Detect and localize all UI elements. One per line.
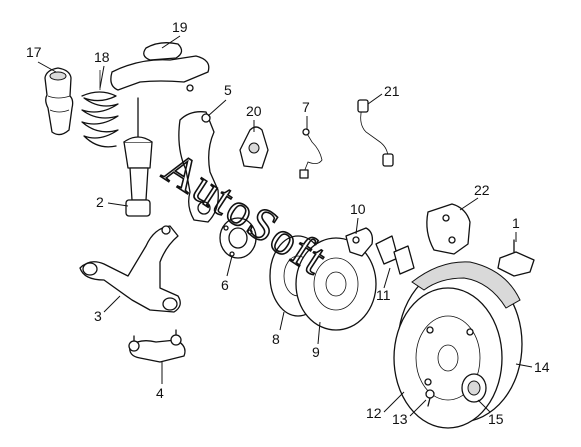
- part-17-bump-stop[interactable]: [44, 67, 74, 136]
- part-20-bracket[interactable]: [239, 126, 269, 169]
- callout-21: 21: [384, 83, 400, 99]
- leader-12: [383, 391, 405, 413]
- callout-15: 15: [488, 411, 504, 427]
- leader-13: [409, 399, 427, 417]
- part-12-wheel-face[interactable]: [393, 287, 503, 429]
- callout-19: 19: [172, 19, 188, 35]
- part-2-strut[interactable]: [123, 97, 153, 217]
- leader-18: [99, 65, 105, 89]
- callout-18: 18: [94, 49, 110, 65]
- part-5-knuckle[interactable]: [178, 111, 219, 223]
- callout-14: 14: [534, 359, 550, 375]
- leader-14: [515, 363, 533, 368]
- part-6-hub[interactable]: [219, 217, 257, 259]
- part-3-lower-arm[interactable]: [79, 225, 181, 313]
- leader-11: [383, 267, 391, 289]
- callout-8: 8: [272, 331, 280, 347]
- part-11-brake-pads[interactable]: [375, 235, 415, 275]
- callout-11: 11: [376, 287, 391, 303]
- leader-19: [161, 35, 181, 49]
- part-1-sensor[interactable]: [497, 239, 535, 277]
- callout-2: 2: [96, 194, 104, 210]
- callout-10: 10: [350, 201, 366, 217]
- callout-12: 12: [366, 405, 382, 421]
- leader-22: [459, 197, 479, 211]
- leader-8: [279, 311, 285, 331]
- leader-21: [367, 93, 383, 105]
- part-4-bracket[interactable]: [128, 329, 186, 363]
- leader-5: [207, 99, 227, 117]
- leader-9: [317, 321, 321, 345]
- callout-1: 1: [512, 215, 520, 231]
- part-9-brake-disc[interactable]: [295, 237, 377, 331]
- callout-9: 9: [312, 344, 320, 360]
- part-15-hub-cap[interactable]: [461, 373, 487, 403]
- part-10-caliper[interactable]: [345, 227, 374, 257]
- leader-2: [107, 202, 129, 207]
- callout-7: 7: [302, 99, 310, 115]
- leader-15: [477, 399, 491, 413]
- part-22-caliper-carrier[interactable]: [426, 203, 471, 255]
- callout-17: 17: [26, 44, 42, 60]
- callout-5: 5: [224, 82, 232, 98]
- callout-3: 3: [94, 308, 102, 324]
- leader-3: [103, 295, 121, 313]
- part-19-upper-arm[interactable]: [110, 42, 210, 92]
- leader-10: [355, 217, 359, 235]
- callout-6: 6: [221, 277, 229, 293]
- callout-22: 22: [474, 182, 490, 198]
- part-21-brake-hose[interactable]: [357, 99, 394, 167]
- part-13-valve[interactable]: [425, 389, 435, 407]
- callout-4: 4: [156, 385, 164, 401]
- part-7-abs-sensor[interactable]: [299, 128, 323, 179]
- callout-20: 20: [246, 103, 262, 119]
- callout-13: 13: [392, 411, 408, 427]
- leader-17: [37, 61, 57, 73]
- leader-6: [226, 255, 233, 277]
